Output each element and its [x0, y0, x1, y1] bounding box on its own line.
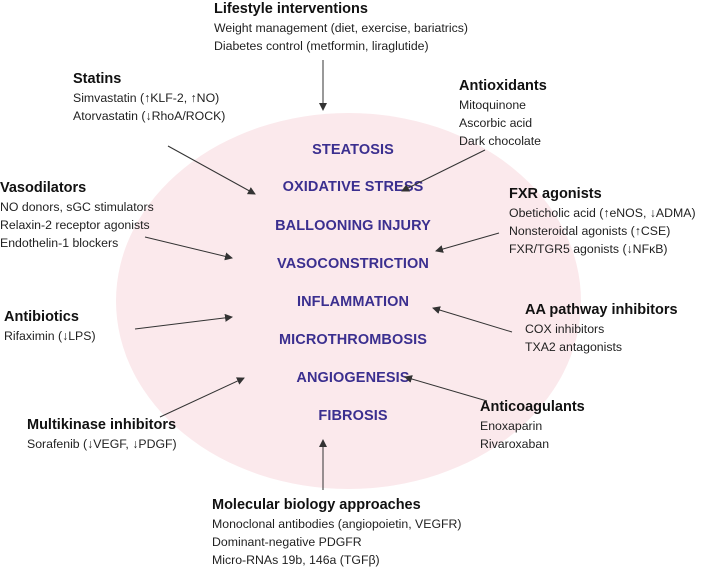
group-item: NO donors, sGC stimulators: [0, 200, 154, 214]
mechanism-microthrombosis: MICROTHROMBOSIS: [278, 332, 428, 348]
central-circle: [116, 113, 581, 489]
group-title: Lifestyle interventions: [214, 1, 368, 17]
group-item: COX inhibitors: [525, 322, 605, 336]
mechanism-oxidative-stress: OXIDATIVE STRESS: [282, 179, 424, 195]
group-item: Enoxaparin: [480, 419, 543, 433]
arrow-vasodilators: [144, 236, 233, 261]
arrow-statins: [167, 145, 256, 195]
mechanism-inflammation: INFLAMMATION: [296, 294, 410, 310]
arrow-fxr: [435, 232, 500, 253]
group-item: Diabetes control (metformin, liraglutide…: [214, 39, 429, 53]
group-fxr-agonists: FXR agonists Obeticholic acid (↑eNOS, ↓A…: [509, 185, 696, 258]
group-title: Anticoagulants: [480, 399, 585, 415]
arrow-anticoagulants: [404, 375, 488, 402]
group-title: FXR agonists: [509, 186, 602, 202]
group-item: Monoclonal antibodies (angiopoietin, VEG…: [212, 517, 462, 531]
mechanism-steatosis: STEATOSIS: [312, 142, 394, 158]
group-item: Rifaximin (↓LPS): [4, 329, 96, 343]
group-aa-pathway-inhibitors: AA pathway inhibitors COX inhibitors TXA…: [525, 301, 678, 356]
group-item: Micro-RNAs 19b, 146a (TGFβ): [212, 553, 380, 567]
mechanism-angiogenesis: ANGIOGENESIS: [296, 370, 410, 386]
group-anticoagulants: Anticoagulants Enoxaparin Rivaroxaban: [480, 398, 585, 453]
mechanism-fibrosis: FIBROSIS: [318, 408, 388, 424]
group-antibiotics: Antibiotics Rifaximin (↓LPS): [4, 308, 96, 345]
group-item: TXA2 antagonists: [525, 340, 623, 354]
group-item: Simvastatin (↑KLF-2, ↑NO): [73, 91, 220, 105]
arrow-antioxidants: [401, 149, 486, 192]
group-title: Antioxidants: [459, 78, 547, 94]
arrow-multikinase: [159, 377, 245, 418]
group-item: Ascorbic acid: [459, 116, 533, 130]
group-title: Antibiotics: [4, 309, 79, 325]
arrow-aa-pathway: [432, 306, 513, 333]
group-title: Multikinase inhibitors: [27, 417, 177, 433]
group-item: Nonsteroidal agonists (↑CSE): [509, 224, 671, 238]
group-multikinase-inhibitors: Multikinase inhibitors Sorafenib (↓VEGF,…: [27, 416, 177, 453]
group-item: Sorafenib (↓VEGF, ↓PDGF): [27, 437, 177, 451]
group-item: Obeticholic acid (↑eNOS, ↓ADMA): [509, 206, 696, 220]
group-title: AA pathway inhibitors: [525, 302, 678, 318]
group-item: Dominant-negative PDGFR: [212, 535, 362, 549]
group-lifestyle-interventions: Lifestyle interventions Weight managemen…: [214, 0, 468, 55]
group-item: Weight management (diet, exercise, baria…: [214, 21, 469, 35]
group-statins: Statins Simvastatin (↑KLF-2, ↑NO) Atorva…: [73, 70, 225, 125]
mechanism-vasoconstriction: VASOCONSTRICTION: [277, 256, 429, 272]
group-molecular-biology-approaches: Molecular biology approaches Monoclonal …: [212, 496, 462, 569]
group-item: Rivaroxaban: [480, 437, 550, 451]
group-item: Mitoquinone: [459, 98, 526, 112]
group-item: Dark chocolate: [459, 134, 542, 148]
group-item: Atorvastatin (↓RhoA/ROCK): [73, 109, 226, 123]
group-antioxidants: Antioxidants Mitoquinone Ascorbic acid D…: [459, 77, 547, 150]
group-vasodilators: Vasodilators NO donors, sGC stimulators …: [0, 179, 154, 252]
arrow-antibiotics: [134, 313, 233, 330]
group-title: Vasodilators: [0, 180, 87, 196]
group-item: Relaxin-2 receptor agonists: [0, 218, 150, 232]
group-item: FXR/TGR5 agonists (↓NFκB): [509, 242, 668, 256]
mechanism-ballooning-injury: BALLOONING INJURY: [275, 218, 431, 234]
group-item: Endothelin-1 blockers: [0, 236, 119, 250]
group-title: Statins: [73, 71, 122, 87]
group-title: Molecular biology approaches: [212, 497, 421, 513]
